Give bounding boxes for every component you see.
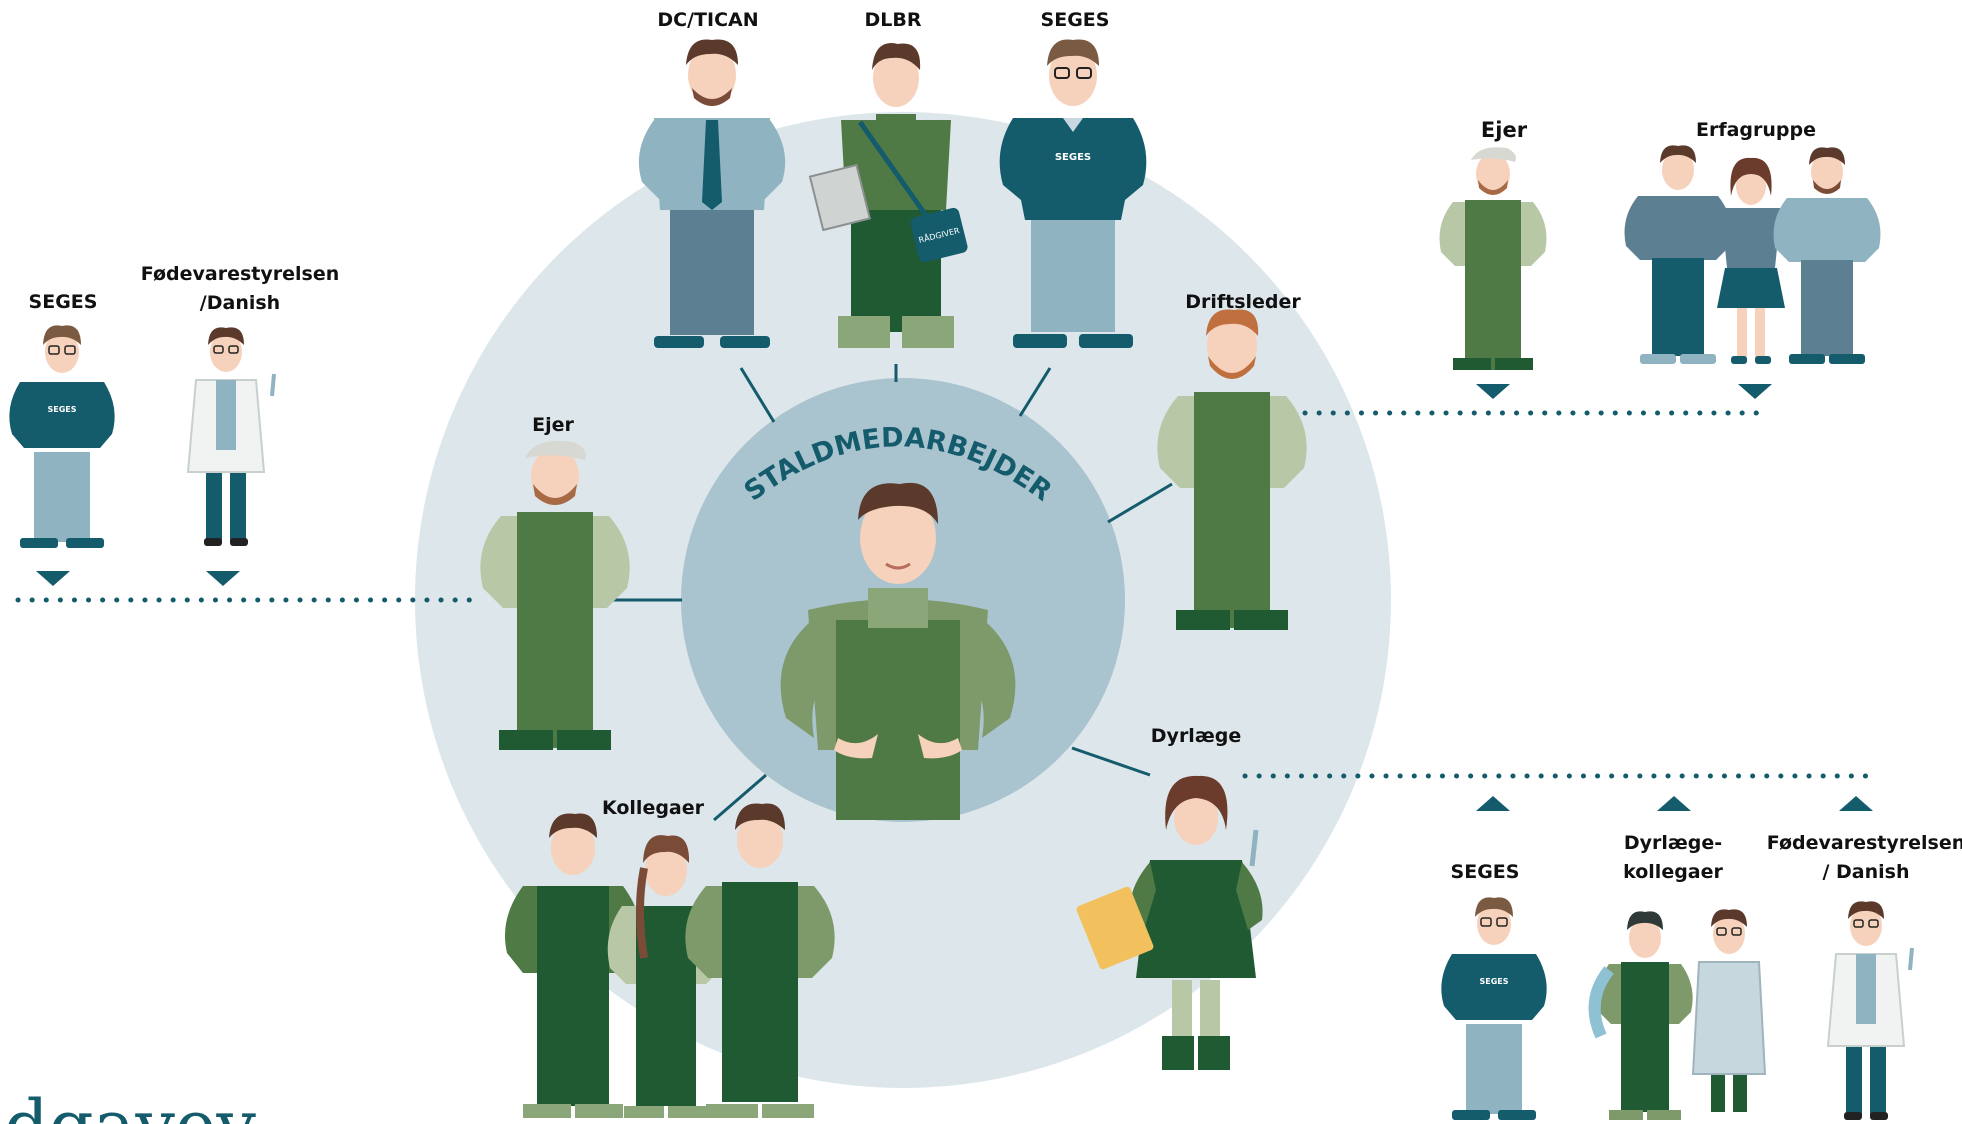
staldmedarbejder-worker-figure bbox=[780, 482, 1016, 820]
down-arrow-marker bbox=[36, 571, 70, 586]
label-foedevare-br: Fødevarestyrelsen / Danish bbox=[1767, 829, 1962, 887]
inspector-labcoat-figure bbox=[1826, 901, 1914, 1120]
man-shirt-tie-figure bbox=[638, 39, 786, 348]
label-line: Fødevarestyrelsen bbox=[1766, 832, 1962, 854]
down-arrow-marker bbox=[1476, 384, 1510, 399]
seges-logo-text: SEGES bbox=[1055, 152, 1091, 163]
seges-logo-text: SEGES bbox=[47, 405, 76, 414]
group-of-three-figure bbox=[1624, 145, 1881, 364]
label-kollegaer: Kollegaer bbox=[601, 797, 705, 819]
label-line: kollegaer bbox=[1623, 861, 1723, 883]
up-arrow-marker bbox=[1839, 796, 1873, 811]
owner-flatcap-figure bbox=[480, 440, 630, 750]
up-arrow-marker bbox=[1657, 796, 1691, 811]
label-ejer-right: Ejer bbox=[1480, 118, 1528, 142]
seges-logo-text: SEGES bbox=[1479, 977, 1508, 986]
seges-man-sweater-figure: SEGES bbox=[9, 325, 115, 548]
label-ejer-left: Ejer bbox=[532, 414, 574, 436]
triangle-markers bbox=[36, 384, 1873, 811]
label-seges-left: SEGES bbox=[28, 291, 98, 313]
label-driftsleder: Driftsleder bbox=[1185, 291, 1301, 313]
bearded-man-overalls-figure bbox=[1157, 309, 1307, 630]
down-arrow-marker bbox=[206, 571, 240, 586]
label-line: Fødevarestyrelsen bbox=[140, 263, 340, 285]
label-dyrlaege: Dyrlæge bbox=[1150, 725, 1242, 747]
woman-vet-clipboard-figure bbox=[1076, 775, 1263, 1070]
inspector-labcoat-figure bbox=[186, 327, 276, 546]
label-line: / Danish bbox=[1822, 861, 1910, 883]
three-coworkers-figure bbox=[505, 803, 835, 1118]
seges-man-sweater-figure: SEGES bbox=[1441, 897, 1547, 1120]
label-foedevare-left: Fødevarestyrelsen /Danish bbox=[141, 260, 339, 318]
label-dc-tican: DC/TICAN bbox=[657, 9, 759, 31]
down-arrow-marker bbox=[1738, 384, 1772, 399]
owner-flatcap-figure bbox=[1439, 147, 1547, 370]
label-dyrlaegekollegaer: Dyrlæge- kollegaer bbox=[1623, 829, 1723, 887]
up-arrow-marker bbox=[1476, 796, 1510, 811]
label-line: Dyrlæge- bbox=[1623, 832, 1723, 854]
label-seges-top: SEGES bbox=[1040, 9, 1110, 31]
label-dlbr: DLBR bbox=[864, 9, 922, 31]
label-erfagruppe: Erfagruppe bbox=[1695, 119, 1817, 141]
vet-colleagues-figure bbox=[1588, 909, 1767, 1120]
label-line: /Danish bbox=[199, 292, 281, 314]
raadgiver-man-with-bag-figure: RÅDGIVER bbox=[808, 43, 968, 348]
watermark-text: dgavey bbox=[4, 1085, 256, 1124]
label-seges-br: SEGES bbox=[1450, 861, 1520, 883]
seges-man-sweater-figure: SEGES bbox=[999, 39, 1147, 348]
connector-lines bbox=[606, 364, 1173, 822]
